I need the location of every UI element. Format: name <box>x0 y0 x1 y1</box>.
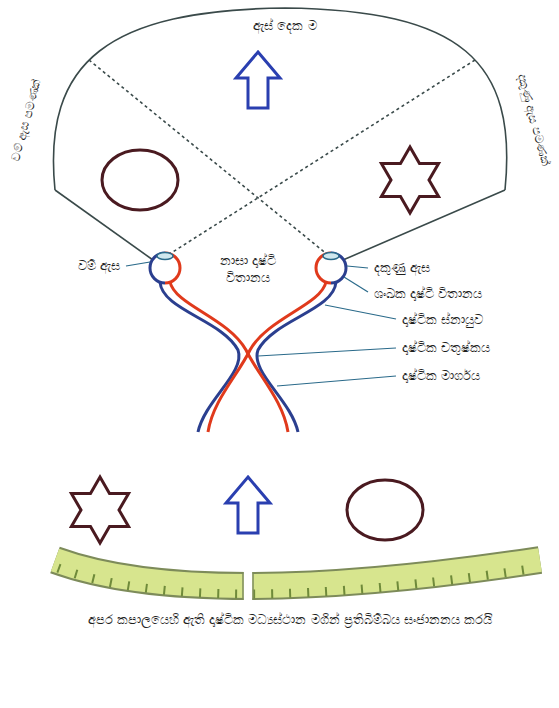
hemisphere-edge <box>252 572 254 600</box>
part-label: දෘෂ්ටික මාර්ගය <box>400 368 482 385</box>
right-temporal-fibre <box>257 282 336 432</box>
retina-label: ශංඛක දෘෂ්ටි විතානය <box>372 286 484 303</box>
field-divider-dashed <box>89 60 328 255</box>
label-holder: වම් ඇස <box>76 258 122 275</box>
label-holder: වම් ඇස පමණක් <box>8 75 46 165</box>
left-temporal-fibre <box>160 282 239 432</box>
leader-line <box>347 266 368 268</box>
field-side-label: වම් ඇස පමණක් <box>8 75 46 165</box>
cortex-folds <box>58 568 537 594</box>
leader-line <box>344 277 368 292</box>
retina-label: නාසා දෘෂ්ටි විතානය <box>216 253 280 287</box>
left-nasal-fibre <box>170 282 288 432</box>
leader-line <box>325 305 396 319</box>
field-boundary-line <box>343 190 505 260</box>
eye-label: දකුණු ඇස <box>372 260 432 277</box>
star-symbol <box>381 147 438 213</box>
circle-symbol <box>347 480 423 540</box>
cortex-caption-label: අපර කපාලයෙහි ඇති දෘෂ්ටික මධ්‍යස්ථාන මගින… <box>30 612 550 629</box>
leader-line <box>258 348 396 356</box>
eye-label: වම් ඇස <box>76 258 122 275</box>
leader-line <box>277 376 396 386</box>
field-label: ඇස් දෙක ම <box>251 18 318 35</box>
visual-cortex-band <box>55 560 540 586</box>
label-holder: අපර කපාලයෙහි ඇති දෘෂ්ටික මධ්‍යස්ථාන මගින… <box>30 612 550 629</box>
star-symbol <box>71 477 128 543</box>
circle-symbol <box>102 150 178 210</box>
field-boundary-line <box>55 190 153 260</box>
label-holder: නාසා දෘෂ්ටි විතානය <box>216 253 280 287</box>
up-arrow-symbol <box>226 477 270 533</box>
up-arrow-symbol <box>236 52 280 108</box>
label-holder: ඇස් දෙක ම <box>251 18 318 35</box>
hemisphere-edge <box>242 572 244 600</box>
right-eye-lens <box>323 253 339 260</box>
right-nasal-fibre <box>208 282 326 432</box>
leader-line <box>126 262 150 266</box>
part-label: දෘෂ්ටික ස්නායුව <box>400 312 485 329</box>
part-label: දෘෂ්ටික චතුෂ්කය <box>400 340 492 357</box>
cortex-band-outline <box>55 560 540 586</box>
label-holder: දෘෂ්ටික චතුෂ්කය <box>400 340 492 357</box>
field-divider-dashed <box>168 60 475 255</box>
hemisphere-gap <box>244 568 253 604</box>
label-holder: ශංඛක දෘෂ්ටි විතානය <box>372 286 484 303</box>
label-holder: දකුණු ඇස පමණක් <box>513 70 554 169</box>
left-eye-lens <box>157 253 173 260</box>
label-holder: දෘෂ්ටික ස්නායුව <box>400 312 485 329</box>
label-holder: දකුණු ඇස <box>372 260 432 277</box>
field-side-label: දකුණු ඇස පමණක් <box>513 70 554 169</box>
label-holder: දෘෂ්ටික මාර්ගය <box>400 368 482 385</box>
